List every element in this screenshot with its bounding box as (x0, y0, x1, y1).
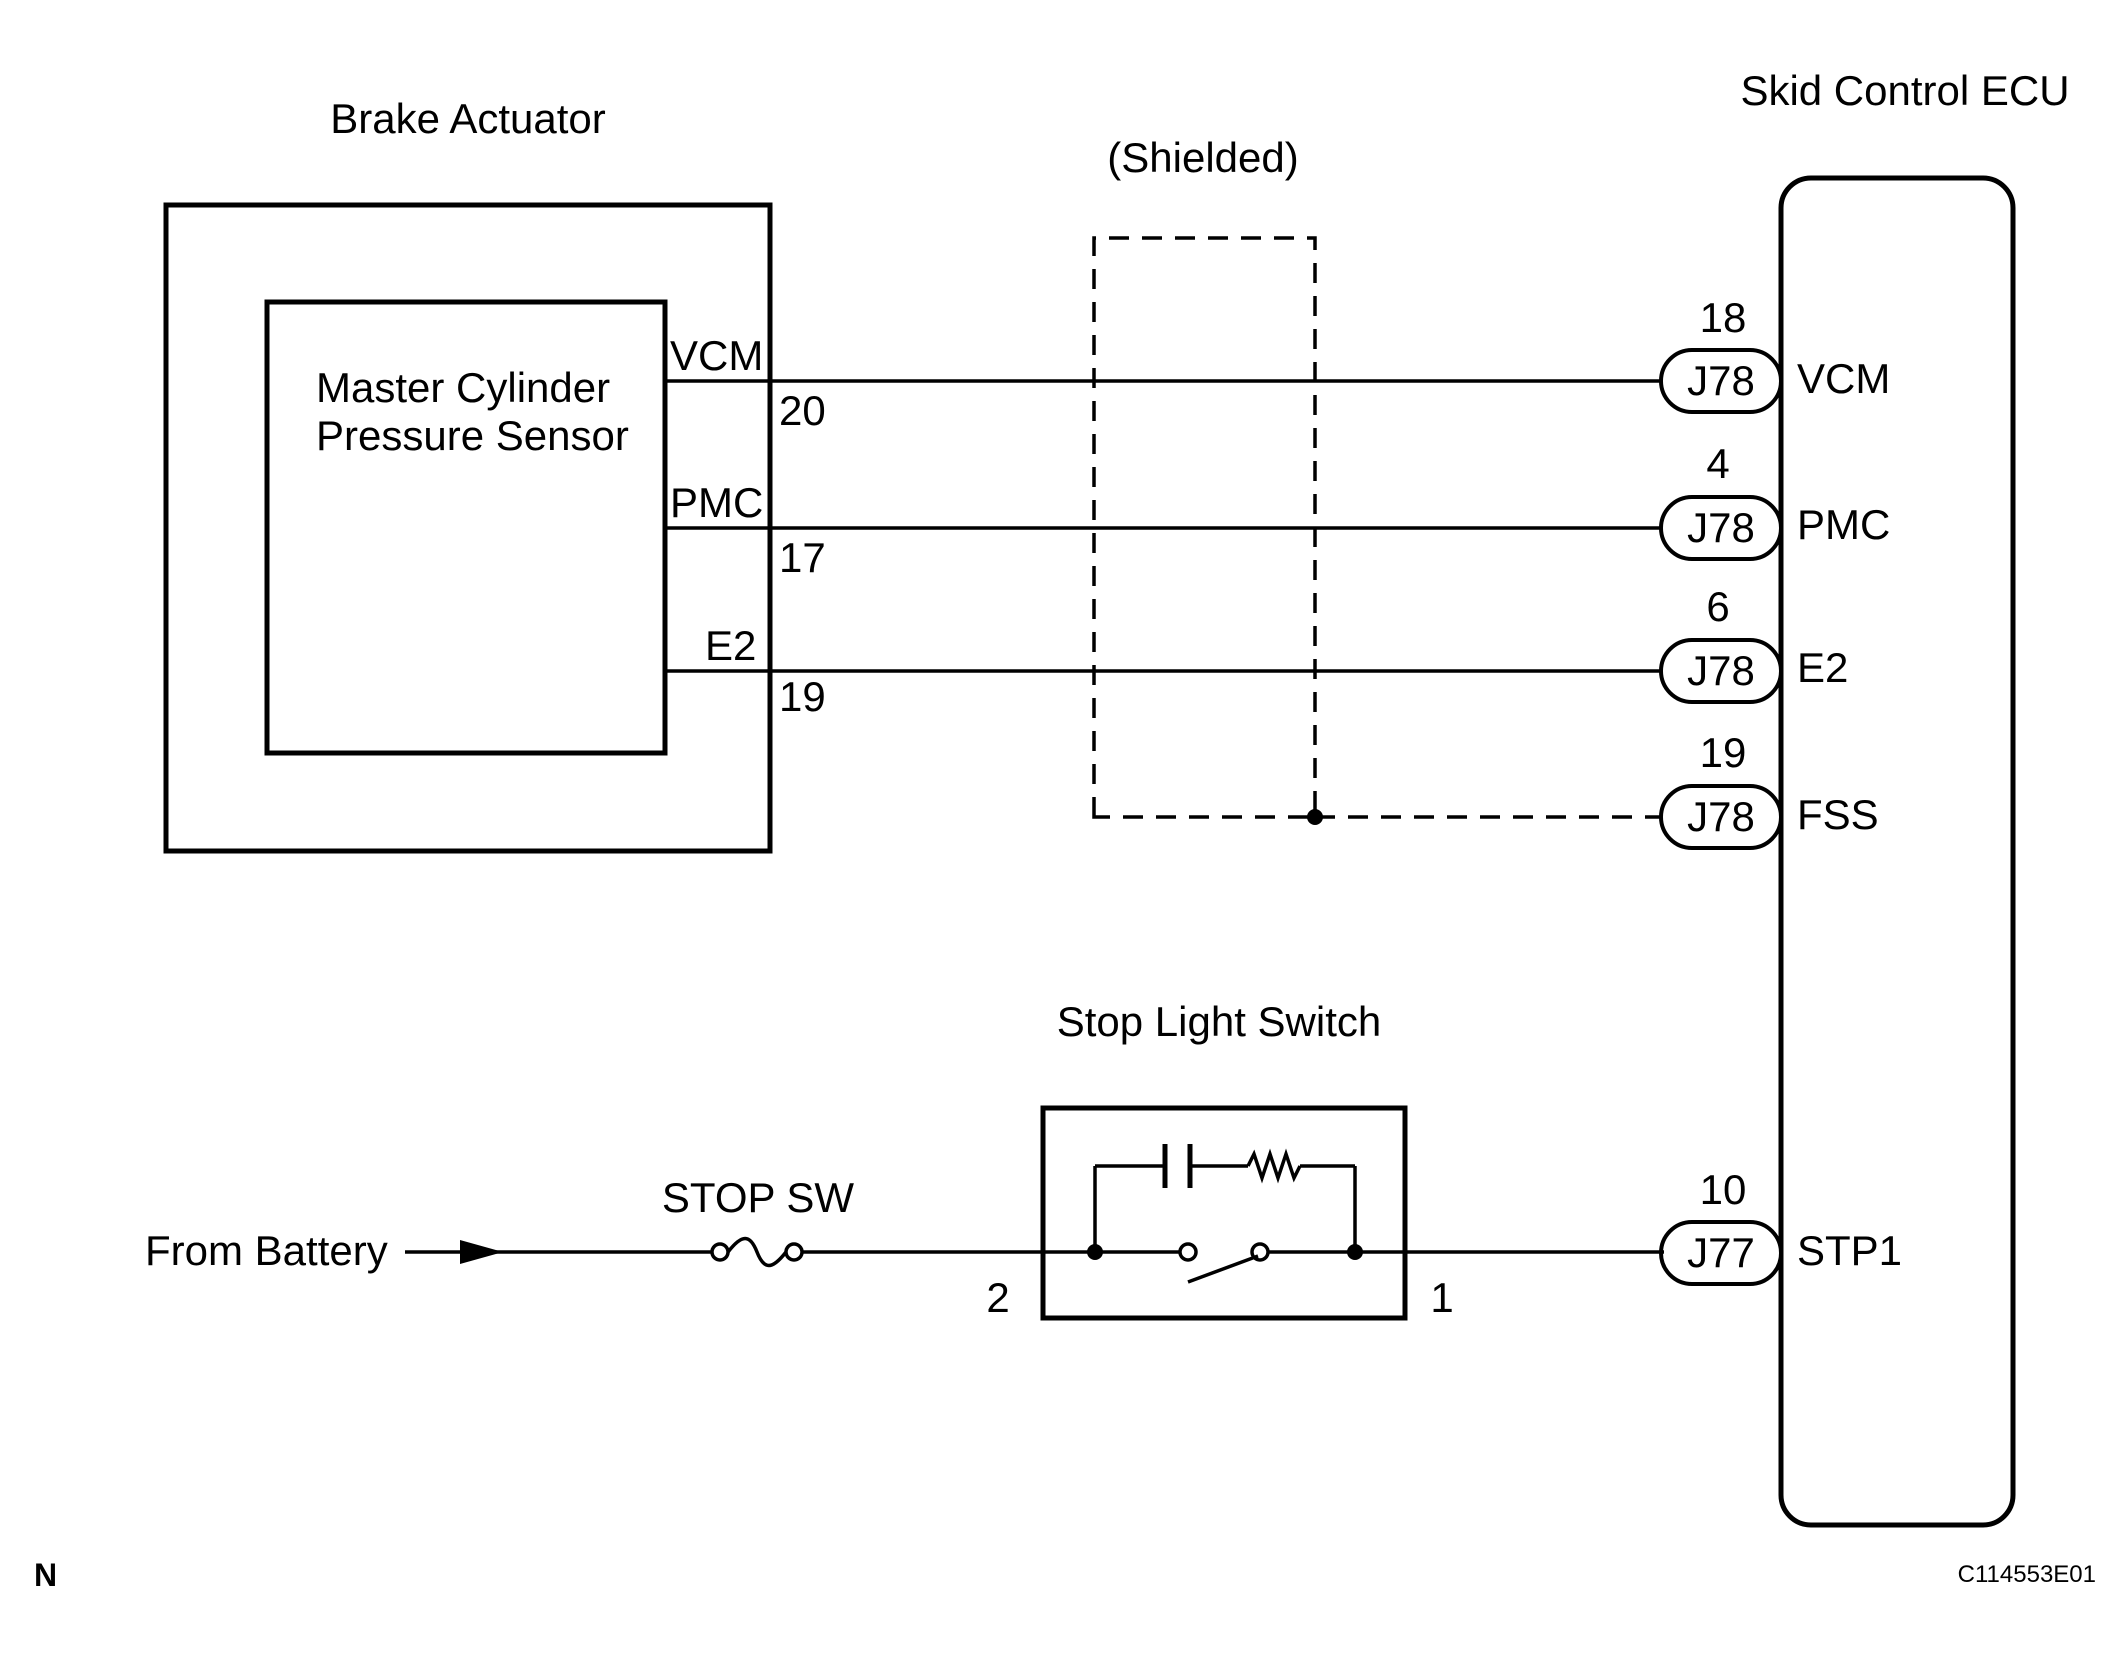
connector-id: J78 (1687, 647, 1755, 694)
connector-pill (1659, 784, 1783, 850)
switch-internal-circuit (1043, 1144, 1405, 1284)
from-battery-label: From Battery (145, 1227, 388, 1274)
stop-light-switch-box (1040, 1105, 1408, 1321)
terminal-pin-number: 19 (1700, 729, 1747, 776)
terminal-pin-number: 10 (1700, 1166, 1747, 1213)
ecu-title: Skid Control ECU (1740, 67, 2069, 114)
switch-pin-1: 1 (1430, 1274, 1453, 1321)
figure-code: C114553E01 (1958, 1561, 2096, 1588)
ecu-terminal-vcm: 18 J78 VCM (1659, 294, 1890, 414)
connector-id: J78 (1687, 357, 1755, 404)
ecu-box (1778, 175, 2016, 1528)
connector-id: J77 (1687, 1229, 1755, 1276)
sensor-pin-pmc-label: PMC (670, 479, 763, 526)
sensor-pin-pmc-number: 17 (779, 534, 826, 581)
corner-mark: N (34, 1557, 57, 1593)
sensor-pin-e2-number: 19 (779, 673, 826, 720)
terminal-signal-name: E2 (1797, 644, 1848, 691)
terminal-signal-name: FSS (1797, 791, 1879, 838)
connector-id: J78 (1687, 793, 1755, 840)
terminal-pin-number: 6 (1706, 583, 1729, 630)
fuse-icon (710, 1236, 804, 1268)
switch-pin-2: 2 (986, 1274, 1009, 1321)
terminal-signal-name: PMC (1797, 501, 1890, 548)
shield-label: (Shielded) (1107, 134, 1298, 181)
ecu-terminal-fss: 19 J78 FSS (1659, 729, 1879, 850)
terminal-signal-name: VCM (1797, 355, 1890, 402)
shield-outline (1092, 236, 1317, 819)
connector-id: J78 (1687, 504, 1755, 551)
connector-pill (1659, 495, 1783, 561)
terminal-signal-name: STP1 (1797, 1227, 1902, 1274)
sensor-pin-e2-label: E2 (705, 622, 756, 669)
shield-junction-dot (1307, 809, 1323, 825)
pressure-sensor-label-line1: Master Cylinder (316, 364, 610, 411)
stop-light-switch-title: Stop Light Switch (1057, 998, 1382, 1045)
sensor-pin-vcm-label: VCM (670, 332, 763, 379)
sensor-pin-vcm-number: 20 (779, 387, 826, 434)
brake-actuator-title: Brake Actuator (330, 95, 605, 142)
terminal-pin-number: 4 (1706, 440, 1729, 487)
pressure-sensor-label-line2: Pressure Sensor (316, 412, 629, 459)
connector-pill (1659, 348, 1783, 414)
arrow-icon (460, 1240, 503, 1264)
ecu-terminal-pmc: 4 J78 PMC (1659, 440, 1890, 561)
ecu-terminal-e2: 6 J78 E2 (1659, 583, 1848, 704)
connector-pill (1659, 638, 1783, 704)
fuse-label: STOP SW (662, 1174, 855, 1221)
terminal-pin-number: 18 (1700, 294, 1747, 341)
ecu-terminal-stp1: 10 J77 STP1 (1659, 1166, 1902, 1286)
